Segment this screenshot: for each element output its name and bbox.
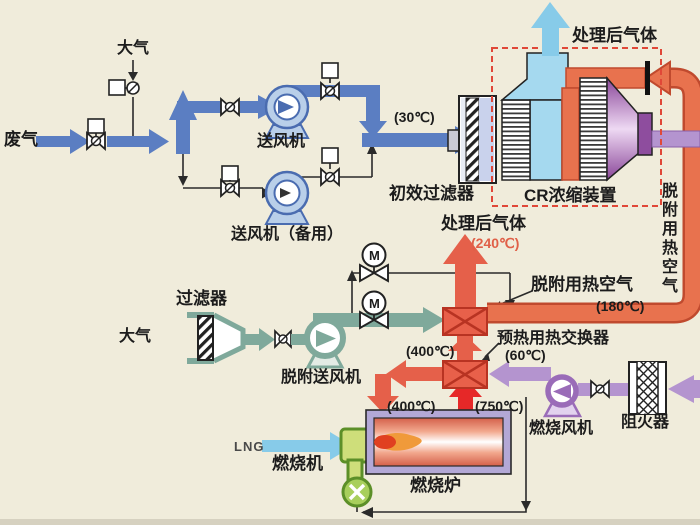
burner-label: 燃烧机 <box>272 454 323 473</box>
cr-unit-label: CR浓缩装置 <box>524 186 617 205</box>
motor-valve-2-label: M <box>369 296 380 311</box>
primary-filter-unit <box>447 95 497 184</box>
cr-concentrator-unit <box>491 47 700 207</box>
bottom-edge-shade <box>0 519 700 525</box>
backup-blower-pump <box>264 170 310 225</box>
temp-240-label: (240℃) <box>471 235 520 251</box>
backup-blower-label: 送风机（备用） <box>231 226 344 243</box>
waste-gas-label: 废气 <box>4 130 38 149</box>
desorption-air-side-label: 脱附用热空气 <box>659 182 676 296</box>
purple-line-valve <box>590 379 610 399</box>
atmosphere-bottom-label: 大气 <box>119 328 152 345</box>
temp-60-label: (60℃) <box>505 347 546 363</box>
temp-30-label: (30℃) <box>394 109 435 125</box>
concentrated-gas-line <box>489 361 700 403</box>
primary-filter-label: 初效过滤器 <box>389 184 474 203</box>
temp-400-furnace-label: (400℃) <box>387 398 436 414</box>
treated-gas-arrow-top <box>531 2 570 56</box>
main-blower-pump <box>264 84 310 139</box>
lng-label: LNG <box>234 439 265 454</box>
burner-unit <box>339 427 373 508</box>
temp-180-label: (180℃) <box>596 298 645 314</box>
exchanger-connections <box>367 335 482 413</box>
desorption-hot-air-pipe <box>487 60 700 324</box>
pipeline-valves <box>86 62 340 199</box>
fresh-air-line <box>187 307 445 364</box>
filter-label: 过滤器 <box>176 289 227 308</box>
preheat-exchanger-label: 预热用热交换器 <box>497 330 610 347</box>
flame-arrester-unit <box>628 361 667 415</box>
flame-arrester-label: 阻火器 <box>621 414 670 431</box>
combustion-fan-pump <box>542 374 583 418</box>
motor-valves <box>359 242 389 330</box>
treated-gas-mid-label: 处理后气体 <box>441 214 526 233</box>
motor-valve-1-label: M <box>369 248 380 263</box>
heat-exchanger-1 <box>442 306 488 337</box>
atmosphere-top-label: 大气 <box>117 40 150 57</box>
desorption-air-label: 脱附用热空气 <box>531 275 633 294</box>
treated-gas-arrow-mid <box>443 234 488 310</box>
furnace-label: 燃烧炉 <box>410 476 461 495</box>
desorption-blower-pump <box>304 317 346 369</box>
desorption-blower-label: 脱附送风机 <box>281 369 362 386</box>
combustion-fan-label: 燃烧风机 <box>529 420 594 437</box>
treated-gas-top-label: 处理后气体 <box>572 26 657 45</box>
temp-400-mid-label: (400℃) <box>406 343 455 359</box>
combustion-furnace <box>365 409 512 475</box>
heat-exchanger-2 <box>442 359 488 390</box>
main-blower-label: 送风机 <box>257 133 306 150</box>
temp-750-label: (750℃) <box>475 398 524 414</box>
